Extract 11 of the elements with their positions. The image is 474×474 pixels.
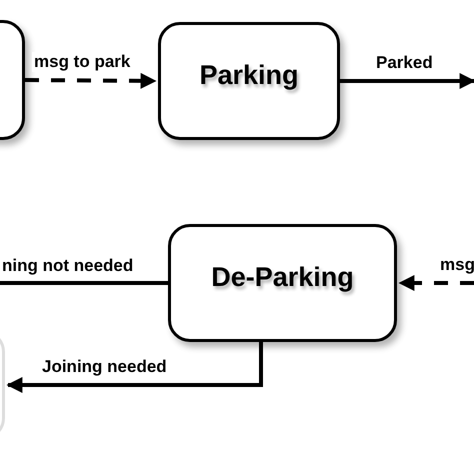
arrow (6, 342, 263, 393)
state-box (158, 22, 340, 140)
state-box (168, 224, 397, 342)
arrow (24, 72, 157, 89)
state-name: De-Parking (211, 262, 354, 292)
arrow (340, 73, 474, 89)
edge-label: ning not needed (0, 256, 136, 276)
arrow (398, 275, 474, 291)
state-name: Parking (199, 60, 299, 90)
connector-line (0, 281, 168, 285)
edge-label: msg to park (32, 52, 132, 72)
